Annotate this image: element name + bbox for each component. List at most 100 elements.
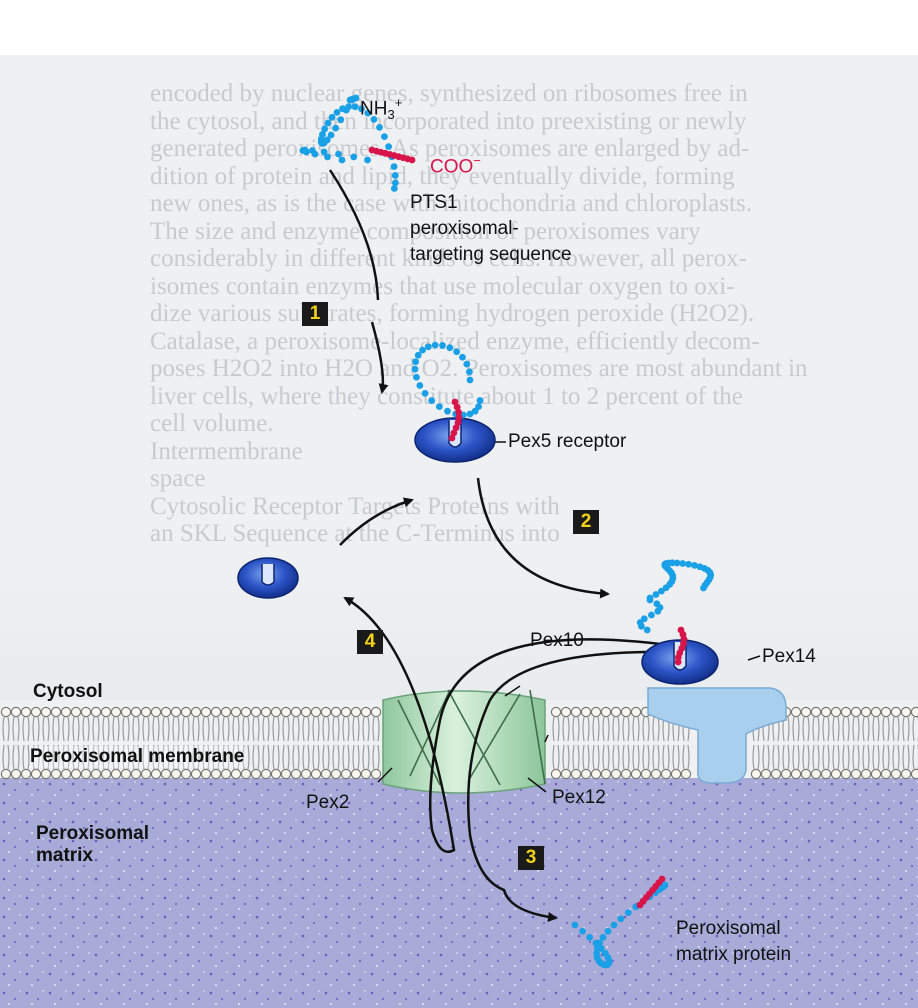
lipid-head (640, 768, 652, 780)
lipid-tail (592, 744, 600, 770)
protein-bead (413, 373, 420, 381)
protein-bead (376, 123, 383, 131)
lipid-head (790, 706, 802, 718)
lipid-tail (102, 716, 110, 742)
step-4-badge: 4 (357, 630, 383, 654)
lipid-head (310, 768, 322, 780)
arrow-step-1 (370, 321, 389, 394)
pex10-label: Pex10 (530, 630, 584, 651)
lipid-head (70, 706, 82, 718)
lipid-head (590, 768, 602, 780)
lipid-head (340, 768, 352, 780)
lipid-tail (602, 744, 610, 770)
protein-bead (691, 561, 698, 569)
lipid-tail (372, 744, 380, 770)
lipid-head (660, 768, 672, 780)
lipid-tail (892, 716, 900, 742)
lipid-head (330, 706, 342, 718)
matrix-speckles (0, 778, 918, 1008)
lipid-head (820, 706, 832, 718)
protein-bead (700, 584, 707, 592)
lipid-tail (242, 744, 250, 770)
pts1-bead (450, 429, 458, 437)
protein-bead (599, 933, 607, 941)
lipid-head (590, 706, 602, 718)
pts1-label: PTS1 (410, 192, 458, 213)
lipid-tail (122, 716, 130, 742)
protein-bead (624, 909, 632, 917)
lipid-head (360, 768, 372, 780)
lipid-tail (102, 744, 110, 770)
protein-bead (351, 103, 359, 111)
lipid-head (230, 706, 242, 718)
lipid-head (150, 768, 162, 780)
pex14-protein (647, 687, 787, 784)
background-text-line: The size and enzyme composition of perox… (150, 217, 701, 245)
lipid-tail (562, 716, 570, 742)
lipid-tail (232, 744, 240, 770)
protein-bead (332, 124, 340, 132)
protein-bead (301, 146, 309, 154)
protein-bead (571, 921, 579, 929)
lipid-head (750, 768, 762, 780)
lipid-tail (172, 716, 180, 742)
background-text-line: liver cells, where they constitute about… (150, 382, 743, 410)
lipid-tail (792, 716, 800, 742)
lipid-tail (182, 744, 190, 770)
protein-bead (579, 927, 586, 935)
protein-bead (431, 341, 439, 349)
lipid-tail (262, 744, 270, 770)
lipid-head (810, 768, 822, 780)
lipid-head (790, 768, 802, 780)
pts1-bead (455, 408, 463, 416)
lipid-head (850, 706, 862, 718)
lipid-tail (322, 744, 330, 770)
cytosol-label: Cytosol (33, 681, 103, 702)
pex14-label: Pex14 (762, 646, 816, 667)
lipid-head (120, 706, 132, 718)
pex10-line (504, 685, 521, 697)
pts1-bead (452, 424, 460, 432)
lipid-head (60, 768, 72, 780)
lipid-tail (912, 744, 918, 770)
lipid-head (650, 768, 662, 780)
lipid-tail (372, 716, 380, 742)
lipid-head (830, 768, 842, 780)
lipid-tail (172, 744, 180, 770)
lipid-tail (752, 744, 760, 770)
lipid-tail (162, 744, 170, 770)
lipid-tail (52, 744, 60, 770)
lipid-head (300, 768, 312, 780)
protein-bead (327, 131, 335, 139)
lipid-head (910, 706, 918, 718)
lipid-tail (872, 716, 880, 742)
lipid-head (910, 768, 918, 780)
lipid-tail (592, 716, 600, 742)
lipid-head (250, 706, 262, 718)
lipid-head (830, 706, 842, 718)
lipid-tail (632, 744, 640, 770)
lipid-tail (152, 716, 160, 742)
protein-bead (652, 591, 660, 598)
lipid-head (10, 706, 22, 718)
pts-description-line1: peroxisomal- (410, 218, 519, 239)
lipid-head (550, 768, 562, 780)
protein-bead (648, 611, 655, 619)
lipid-head (580, 706, 592, 718)
nh3-label: NH3+ (360, 95, 403, 123)
background-text: encoded by nuclear genes, synthesized on… (150, 80, 910, 550)
lipid-tail (822, 744, 830, 770)
lipid-head (620, 768, 632, 780)
protein-bead (338, 156, 346, 164)
pts-description-line2: targeting sequence (410, 244, 572, 265)
lipid-head (370, 706, 382, 718)
lipid-head (250, 768, 262, 780)
pex12-label: Pex12 (552, 787, 606, 808)
lipid-head (840, 706, 852, 718)
protein-bead (424, 343, 432, 351)
background-text-line: new ones, as is the case with mitochondr… (150, 190, 752, 217)
protein-bead (466, 376, 474, 384)
lipid-head (270, 768, 282, 780)
lipid-tail (62, 744, 70, 770)
lipid-tail (902, 744, 910, 770)
